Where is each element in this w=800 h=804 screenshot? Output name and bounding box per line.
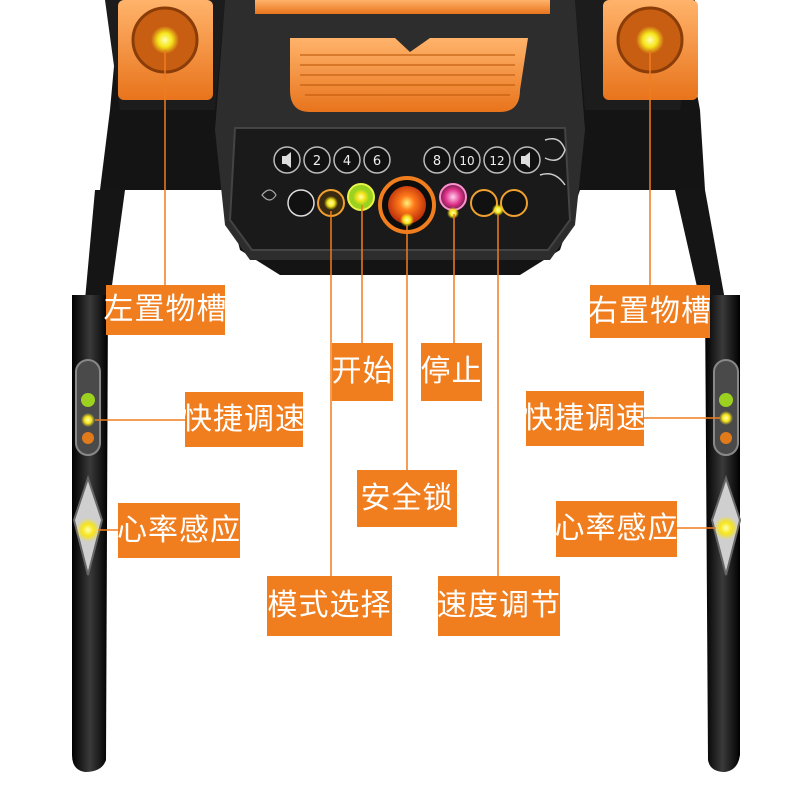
left-handrail bbox=[72, 295, 108, 772]
speed-10-button[interactable] bbox=[453, 146, 481, 174]
label-left-quick-speed: 快捷调速 bbox=[182, 392, 305, 447]
speed-label-10: 10 bbox=[459, 154, 474, 168]
left-tray-marker bbox=[151, 26, 179, 54]
swirl-decoration bbox=[544, 138, 566, 161]
speed-label-6: 6 bbox=[373, 154, 381, 169]
label-stop: 停止 bbox=[421, 343, 482, 401]
speed-8-button[interactable] bbox=[423, 146, 451, 174]
speed-label-4: 4 bbox=[343, 154, 351, 169]
label-right-heart-rate: 心率感应 bbox=[555, 501, 678, 557]
console-stems bbox=[85, 190, 725, 300]
speed-button-row: 2 4 6 8 10 12 bbox=[273, 138, 566, 186]
speed-label-12: 12 bbox=[489, 154, 504, 168]
right-speed-up-icon[interactable] bbox=[719, 393, 733, 407]
right-tray-marker bbox=[636, 26, 664, 54]
speed-12-button[interactable] bbox=[483, 146, 511, 174]
speed-4-button[interactable] bbox=[333, 146, 361, 174]
label-right-tray: 右置物槽 bbox=[588, 285, 711, 338]
display-strip bbox=[255, 0, 550, 14]
speed-adjust-marker bbox=[492, 204, 504, 216]
right-handrail bbox=[705, 295, 742, 772]
label-left-heart-rate: 心率感应 bbox=[117, 503, 240, 558]
speed-6-button[interactable] bbox=[363, 146, 391, 174]
label-safety-lock: 安全锁 bbox=[357, 470, 457, 527]
left-speed-up-icon[interactable] bbox=[81, 393, 95, 407]
speed-down-button[interactable] bbox=[470, 189, 498, 217]
function-button-row bbox=[261, 176, 528, 234]
label-mode-select: 模式选择 bbox=[267, 576, 392, 636]
stop-button[interactable] bbox=[439, 183, 467, 211]
label-right-quick-speed: 快捷调速 bbox=[523, 391, 646, 446]
right-quick-speed-pad[interactable] bbox=[713, 359, 739, 456]
speed-2-button[interactable] bbox=[303, 146, 331, 174]
speed-label-2: 2 bbox=[313, 154, 321, 169]
right-speed-down-icon[interactable] bbox=[720, 432, 732, 444]
left-quick-speed-pad[interactable] bbox=[75, 359, 101, 456]
speed-label-8: 8 bbox=[433, 154, 441, 169]
butterfly-icon bbox=[261, 189, 277, 201]
leader-lines bbox=[95, 50, 720, 576]
label-start: 开始 bbox=[332, 343, 393, 401]
speed-up-button[interactable] bbox=[500, 189, 528, 217]
right-tray bbox=[575, 0, 698, 110]
left-speed-down-icon[interactable] bbox=[82, 432, 94, 444]
label-speed-adjust: 速度调节 bbox=[437, 576, 560, 636]
program-button[interactable] bbox=[287, 189, 315, 217]
label-left-tray: 左置物槽 bbox=[104, 285, 227, 335]
